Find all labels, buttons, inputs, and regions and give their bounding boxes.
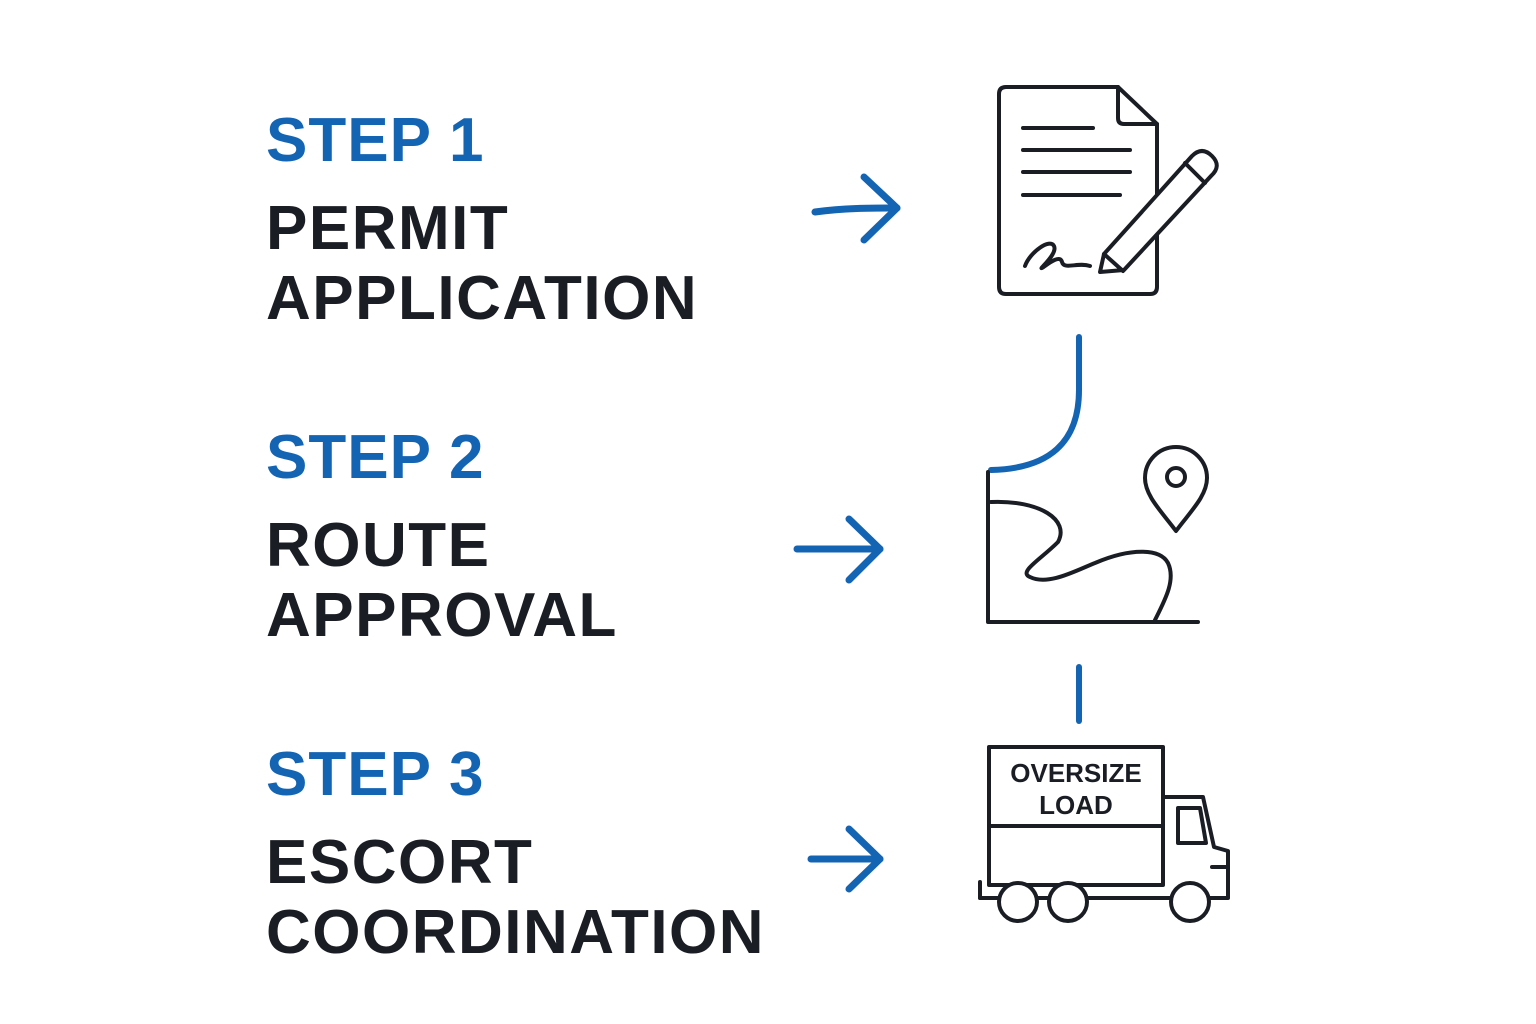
truck-sign-line-1: OVERSIZE (1010, 758, 1141, 788)
step-1-title-line-1: PERMIT (266, 194, 510, 263)
step-3: STEP 3 ESCORT COORDINATION (266, 744, 765, 968)
step-3-title: ESCORT COORDINATION (266, 828, 765, 968)
arrow-1-icon (811, 173, 901, 244)
step-3-label: STEP 3 (266, 740, 485, 809)
route-map-pin-icon (986, 445, 1209, 624)
step-2: STEP 2 ROUTE APPROVAL (266, 427, 618, 651)
oversize-load-truck-icon (978, 745, 1230, 923)
step-3-title-line-1: ESCORT (266, 828, 534, 897)
step-2-label: STEP 2 (266, 423, 485, 492)
step-2-title-line-1: ROUTE (266, 511, 491, 580)
step-1-title: PERMIT APPLICATION (266, 194, 698, 334)
step-1-label: STEP 1 (266, 106, 485, 175)
truck-sign-line-2: LOAD (1039, 790, 1113, 820)
step-1-title-line-2: APPLICATION (266, 264, 699, 333)
step-3-title-line-2: COORDINATION (266, 898, 766, 967)
connector-1-icon (988, 334, 1082, 473)
arrow-3-icon (807, 825, 884, 893)
step-1: STEP 1 PERMIT APPLICATION (266, 110, 698, 334)
arrow-2-icon (793, 515, 884, 584)
step-2-title: ROUTE APPROVAL (266, 511, 618, 651)
step-2-title-line-2: APPROVAL (266, 581, 618, 650)
document-signature-icon (997, 85, 1219, 296)
